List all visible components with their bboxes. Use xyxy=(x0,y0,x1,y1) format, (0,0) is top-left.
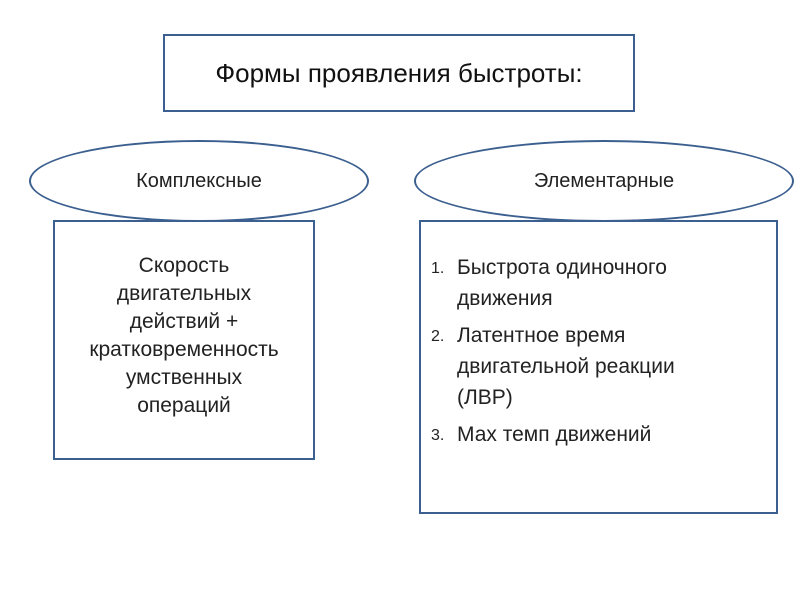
list-item: 1. Быстрота одиночного движения xyxy=(431,252,766,314)
complex-oval: Комплексные xyxy=(29,140,369,222)
elementary-list: 1. Быстрота одиночного движения 2. Латен… xyxy=(431,252,766,451)
list-item-text: Латентное время двигательной реакции (ЛВ… xyxy=(457,324,675,409)
list-item: 3. Мах темп движений xyxy=(431,419,766,451)
list-item-number: 3. xyxy=(431,427,445,444)
complex-description-text: Скорость двигательных действий + кратков… xyxy=(89,254,279,417)
title-box: Формы проявления быстроты: xyxy=(163,34,635,112)
list-item-text: Мах темп движений xyxy=(457,423,652,446)
elementary-oval: Элементарные xyxy=(414,140,794,222)
elementary-list-box: 1. Быстрота одиночного движения 2. Латен… xyxy=(419,220,778,514)
elementary-oval-label: Элементарные xyxy=(533,169,675,192)
list-item-text: Быстрота одиночного движения xyxy=(457,256,667,310)
diagram-title: Формы проявления быстроты: xyxy=(215,57,583,88)
complex-description-box: Скорость двигательных действий + кратков… xyxy=(53,220,315,460)
list-item-number: 1. xyxy=(431,260,445,277)
complex-oval-label: Комплексные xyxy=(136,169,262,192)
list-item: 2. Латентное время двигательной реакции … xyxy=(431,320,766,413)
list-item-number: 2. xyxy=(431,328,445,345)
